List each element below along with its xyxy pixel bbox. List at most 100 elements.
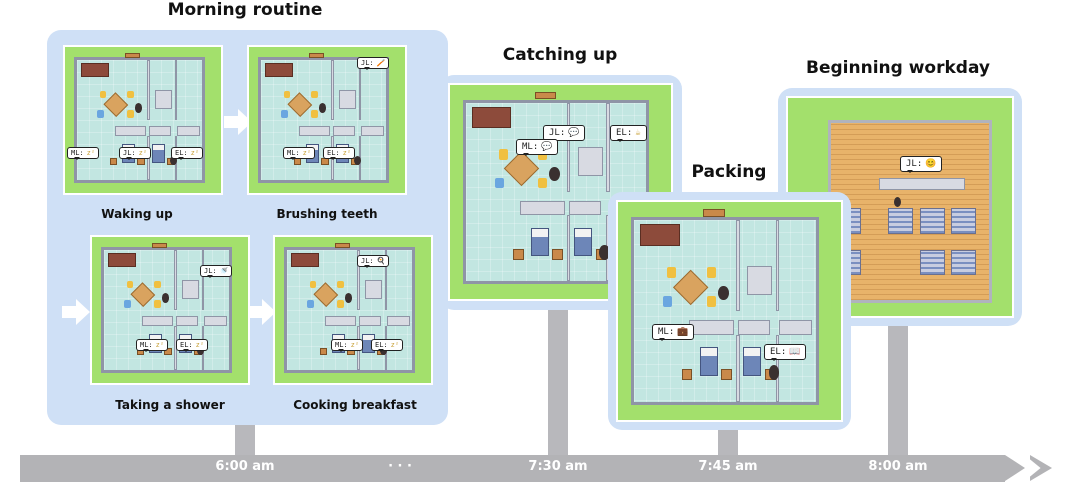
bed [574, 227, 592, 257]
bathtub [181, 280, 200, 300]
nightstand [321, 158, 329, 166]
nightstand [109, 158, 118, 166]
wall [357, 250, 360, 310]
chair [667, 267, 677, 279]
character [894, 197, 902, 208]
chair [154, 281, 161, 289]
dining-table [131, 282, 156, 307]
speech-bubble: ML:💼 [652, 324, 695, 341]
chair [309, 281, 317, 289]
speech-bubble: ML:zᶻ [331, 339, 364, 352]
chair [538, 177, 548, 189]
partition [520, 200, 566, 216]
chevron-right-icon [1005, 455, 1025, 481]
step-label: Brushing teeth [276, 207, 378, 221]
bed [530, 227, 549, 257]
speech-bubble: JL:😊 [900, 156, 943, 173]
dining-table [314, 282, 339, 307]
speech-bubble: ML:zᶻ [67, 147, 100, 160]
character [344, 293, 353, 303]
wall [384, 250, 388, 310]
door [703, 209, 726, 217]
scene-waking-up: ML:zᶻ JL:zᶻ EL:zᶻ [63, 45, 223, 195]
chair [124, 300, 131, 308]
speech-bubble: EL:zᶻ [323, 147, 356, 160]
bookshelf [639, 223, 680, 246]
nightstand [681, 369, 693, 380]
chair [498, 149, 508, 160]
section-title-workday: Beginning workday [806, 58, 990, 78]
character [599, 245, 610, 260]
partition [141, 315, 174, 326]
arrow-right-icon [248, 299, 276, 325]
wall [358, 60, 362, 120]
bed [152, 143, 165, 164]
character [161, 293, 170, 303]
section-title-packing: Packing [691, 162, 767, 182]
speech-bubble: ML:💬 [516, 139, 559, 156]
partition [387, 315, 410, 326]
nightstand [164, 348, 172, 356]
character [353, 155, 362, 166]
chair [307, 300, 314, 308]
wall [566, 102, 571, 192]
nightstand [552, 248, 564, 260]
step-label: Taking a shower [115, 398, 225, 412]
partition [114, 125, 147, 136]
wall [331, 60, 334, 120]
house-interior [631, 209, 819, 405]
partition [568, 200, 601, 216]
partition [324, 315, 357, 326]
scene-catching-up: JL:💬 ML:💬 EL:☕ [448, 83, 673, 301]
partition [298, 125, 331, 136]
partition [175, 315, 199, 326]
chair [337, 300, 344, 308]
bed [699, 347, 718, 377]
step-label: Cooking breakfast [293, 398, 417, 412]
chair [311, 110, 318, 118]
step-label: Waking up [101, 207, 173, 221]
chair [97, 110, 104, 118]
wall [201, 250, 205, 310]
timeline-stem [718, 425, 738, 460]
bathtub [364, 280, 383, 300]
section-title-morning: Morning routine [167, 0, 323, 20]
chair [337, 281, 344, 289]
dining-table [288, 92, 313, 117]
scene-brushing-teeth: JL:🪥 ML:zᶻ EL:zᶻ [247, 45, 407, 195]
bookshelf [81, 62, 109, 77]
counter [878, 177, 966, 191]
wall [174, 250, 177, 310]
door [151, 243, 167, 248]
chair [494, 177, 504, 189]
chair [706, 296, 716, 308]
section-title-catching-up: Catching up [502, 45, 618, 65]
wall [147, 60, 150, 120]
chair [311, 91, 318, 99]
character [548, 167, 560, 182]
character [134, 103, 143, 113]
partition [779, 320, 813, 335]
store-shelf [919, 250, 945, 276]
chair [127, 110, 134, 118]
partition [737, 320, 771, 335]
wall [775, 220, 780, 311]
bookshelf [265, 62, 293, 77]
time-ellipsis: · · · [388, 459, 412, 474]
nightstand [319, 348, 328, 356]
timeline-stem [548, 305, 568, 460]
speech-bubble: EL:zᶻ [371, 339, 404, 352]
timeline-bar [20, 455, 1005, 482]
time-label: 8:00 am [868, 459, 928, 474]
house-interior [284, 243, 416, 373]
chair [126, 281, 134, 289]
wall [735, 220, 740, 311]
speech-bubble: ML:zᶻ [283, 147, 316, 160]
chair [283, 91, 291, 99]
speech-bubble: EL:☕ [610, 125, 647, 142]
partition [177, 125, 200, 136]
wall [174, 60, 178, 120]
chair [154, 300, 161, 308]
chair [281, 110, 288, 118]
partition [148, 125, 172, 136]
